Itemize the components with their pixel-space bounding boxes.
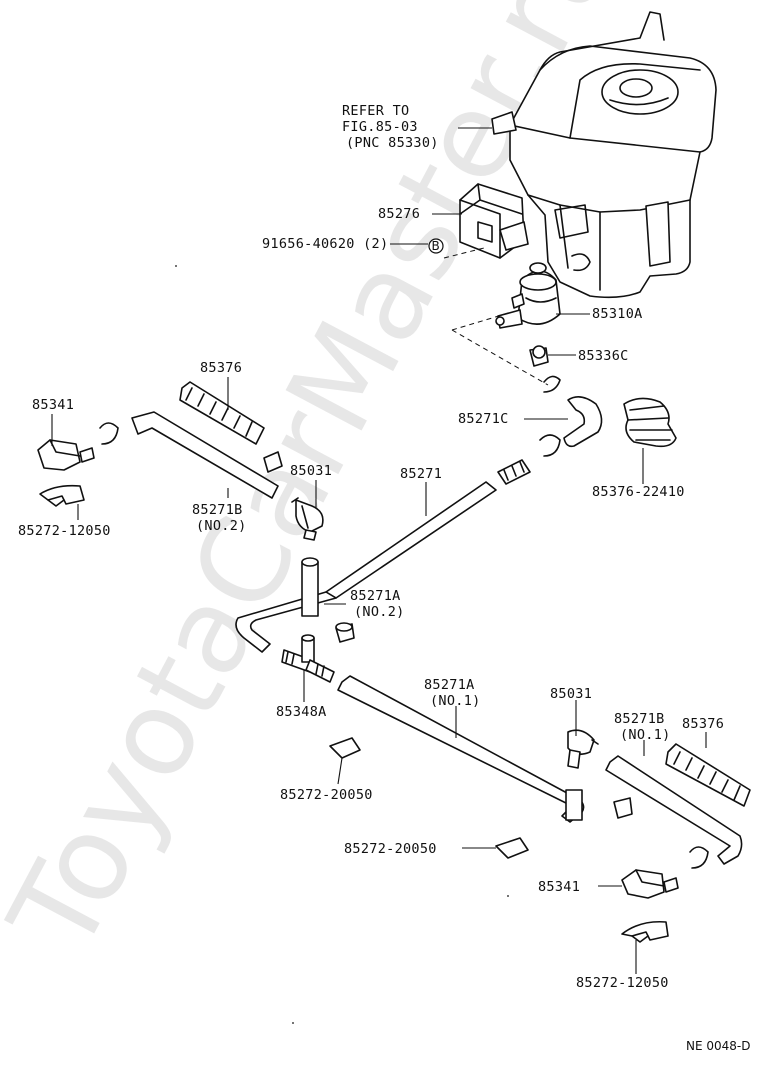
part-85272-20050-clip-a — [329, 737, 361, 759]
hose-clip-left — [99, 422, 119, 445]
label-85271b-top-no: (NO.2) — [196, 518, 247, 534]
label-85031-bottom: 85031 — [550, 686, 592, 702]
label-85276: 85276 — [378, 206, 420, 222]
label-85336c: 85336C — [578, 348, 629, 364]
refer-note-line1: REFER TO — [342, 103, 409, 119]
part-85031-nozzle-bottom — [567, 729, 599, 769]
part-85272-12050-clip-left — [39, 484, 85, 507]
label-85376-22410: 85376-22410 — [592, 484, 685, 500]
label-85272-12050-bottom: 85272-12050 — [576, 975, 669, 991]
label-85341-top: 85341 — [32, 397, 74, 413]
connector-85271-end — [497, 459, 531, 485]
part-85376-protector-top — [179, 381, 265, 445]
refer-note-line2: FIG.85-03 — [342, 119, 418, 135]
part-85031-nozzle-top — [291, 497, 324, 541]
hose-cap — [335, 622, 355, 643]
part-85341-nozzle-left — [37, 439, 95, 471]
part-85310a-pump — [495, 262, 561, 329]
labels: REFER TO FIG.85-03 (PNC 85330) 85276 916… — [18, 103, 750, 1053]
part-85376-22410-protector — [623, 397, 677, 448]
hose-clip-lower — [539, 434, 561, 457]
part-85276-bracket — [459, 183, 529, 259]
label-85271c: 85271C — [458, 411, 509, 427]
part-85271b-no2-hose — [131, 411, 279, 499]
part-85271c-hose — [563, 396, 603, 448]
part-85376-protector-bottom — [665, 743, 751, 807]
label-85271b-top: 85271B — [192, 502, 243, 518]
label-85272-12050-top: 85272-12050 — [18, 523, 111, 539]
part-85348a-joint — [281, 634, 335, 683]
part-85272-12050-clip-right — [621, 920, 669, 943]
label-85271a-bottom: 85271A — [424, 677, 475, 693]
label-85271b-bottom: 85271B — [614, 711, 665, 727]
label-85031-top: 85031 — [290, 463, 332, 479]
callout-b-letter: B — [432, 239, 440, 253]
label-91656-40620: 91656-40620 (2) — [262, 236, 388, 252]
hose-ring-bottom — [613, 797, 633, 819]
part-85341-nozzle-right — [621, 869, 679, 899]
hose-clip-upper — [543, 375, 561, 393]
part-85272-20050-clip-b — [495, 837, 529, 859]
diagram-code: NE 0048-D — [686, 1039, 750, 1053]
part-85271b-no1-hose — [605, 755, 743, 865]
label-85348a: 85348A — [276, 704, 327, 720]
label-85310a: 85310A — [592, 306, 643, 322]
label-85376-top: 85376 — [200, 360, 242, 376]
callout-b: B — [428, 238, 444, 254]
hose-ring-left — [263, 451, 283, 473]
leader-lines — [51, 127, 707, 974]
hose-clip-right — [689, 846, 709, 869]
label-85271a-bottom-no: (NO.1) — [430, 693, 481, 709]
label-85341-bottom: 85341 — [538, 879, 580, 895]
part-85271a-no2-hose — [301, 557, 319, 617]
part-85336c-grommet — [529, 345, 549, 367]
label-85271: 85271 — [400, 466, 442, 482]
label-85272-20050-a: 85272-20050 — [280, 787, 373, 803]
refer-note-line3: (PNC 85330) — [346, 135, 439, 151]
label-85272-20050-b: 85272-20050 — [344, 841, 437, 857]
washer-tank — [491, 11, 717, 299]
label-85376-bottom: 85376 — [682, 716, 724, 732]
label-85271b-bottom-no: (NO.1) — [620, 727, 671, 743]
hose-bend-left — [235, 591, 337, 653]
label-85271a-top-no: (NO.2) — [354, 604, 405, 620]
label-85271a-top: 85271A — [350, 588, 401, 604]
